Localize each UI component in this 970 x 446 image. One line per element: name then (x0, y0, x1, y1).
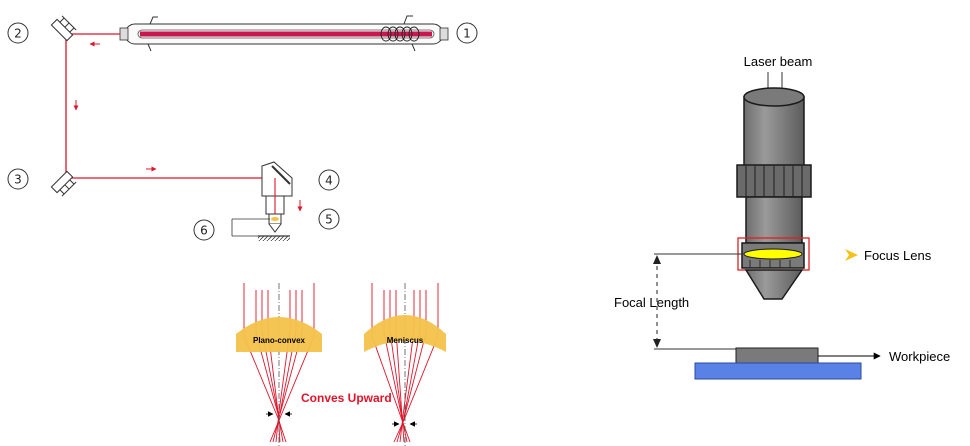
laser-beam-label: Laser beam (744, 54, 813, 69)
svg-text:4: 4 (325, 174, 333, 188)
focus-lens-element (743, 248, 803, 260)
focus-arrow-icon (845, 249, 858, 261)
focal-distance-bracket (231, 218, 270, 237)
path-marker-5: 5 (318, 208, 340, 230)
svg-text:3: 3 (14, 173, 22, 187)
mirror-icon (50, 15, 77, 42)
plano-convex-lens-diagram: Plano-convex (236, 283, 322, 446)
focus-lens-label: Focus Lens (864, 248, 932, 263)
path-marker-3: 3 (7, 168, 29, 190)
path-marker-4: 4 (318, 169, 340, 191)
meniscus-label: Meniscus (387, 336, 424, 345)
svg-text:2: 2 (14, 27, 22, 41)
head-knurled-ring (736, 164, 812, 198)
head-lower-body (745, 196, 803, 244)
path-marker-1: 1 (456, 22, 478, 44)
mirror-icon (50, 170, 77, 197)
path-marker-2: 2 (7, 22, 29, 44)
head-upper-cylinder (743, 96, 805, 168)
svg-text:5: 5 (325, 213, 333, 227)
plano-convex-label: Plano-convex (253, 336, 306, 345)
laser-head (258, 161, 293, 241)
convex-upward-note: Conves Upward (301, 391, 392, 405)
workpiece-base (694, 362, 862, 380)
head-nozzle-cone (744, 269, 804, 300)
workpiece-top (735, 347, 819, 364)
svg-text:6: 6 (200, 224, 208, 238)
svg-text:1: 1 (463, 27, 471, 41)
laser-tube (119, 15, 449, 52)
workpiece-label: Workpiece (889, 349, 950, 364)
lens-comparison: Plano-convex Conves Upward Meniscus (236, 283, 446, 446)
beam-path-diagram: 1 2 3 4 5 6 (7, 15, 478, 241)
focal-length-label: Focal Length (614, 295, 689, 310)
focus-head-diagram: Laser beam (614, 54, 950, 380)
meniscus-lens-diagram: Meniscus (364, 283, 446, 446)
path-marker-6: 6 (193, 219, 215, 241)
